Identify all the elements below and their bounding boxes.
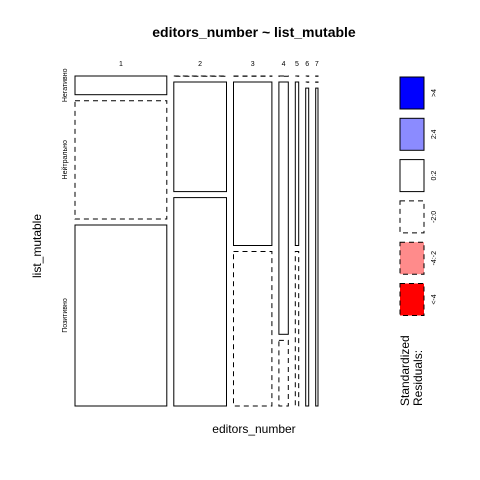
legend-swatch bbox=[399, 200, 425, 234]
mosaic-tiles bbox=[74, 75, 319, 407]
mosaic-tile bbox=[173, 197, 228, 407]
legend-label: >4 bbox=[431, 89, 438, 97]
x-tick-label: 3 bbox=[251, 61, 255, 68]
legend-label: -4:-2 bbox=[431, 251, 438, 266]
y-tick-label: Негативно bbox=[62, 68, 69, 102]
legend-swatch bbox=[399, 241, 425, 275]
x-tick-label: 2 bbox=[198, 61, 202, 68]
x-axis-label: editors_number bbox=[212, 422, 295, 436]
mosaic-tile bbox=[173, 81, 228, 193]
mosaic-tile bbox=[315, 87, 319, 407]
mosaic-tile bbox=[233, 251, 273, 407]
mosaic-tile bbox=[294, 251, 300, 407]
y-tick-label: Позитивно bbox=[62, 298, 69, 333]
y-axis-label: list_mutable bbox=[30, 214, 44, 278]
mosaic-tile bbox=[305, 87, 310, 407]
x-tick-label: 4 bbox=[282, 61, 286, 68]
mosaic-tile bbox=[278, 81, 289, 335]
mosaic-tile bbox=[294, 81, 300, 246]
mosaic-tile bbox=[278, 339, 289, 407]
legend-title-line: Residuals: bbox=[411, 350, 425, 406]
legend-swatch bbox=[399, 117, 425, 151]
legend-swatch bbox=[399, 76, 425, 110]
legend-label: <-4 bbox=[431, 294, 438, 304]
legend-label: -2:0 bbox=[431, 211, 438, 223]
x-tick-label: 7 bbox=[315, 61, 319, 68]
legend-swatch bbox=[399, 159, 425, 193]
chart-title: editors_number ~ list_mutable bbox=[152, 24, 356, 40]
x-tick-label: 5 bbox=[295, 61, 299, 68]
legend-label: 0:2 bbox=[431, 171, 438, 181]
x-tick-label: 1 bbox=[119, 61, 123, 68]
legend-title-line: Standardized bbox=[398, 335, 412, 406]
x-tick-label: 6 bbox=[305, 61, 309, 68]
y-tick-label: Нейтрально bbox=[61, 140, 69, 179]
mosaic-tile bbox=[74, 224, 168, 407]
mosaic-tile bbox=[233, 81, 273, 246]
legend-label: 2:4 bbox=[431, 129, 438, 139]
residuals-legend: >4 2:4 0:2 -2:0 -4:-2 <-4 bbox=[399, 76, 438, 316]
mosaic-tile bbox=[74, 75, 168, 96]
mosaic-tile bbox=[74, 100, 168, 220]
legend-swatch bbox=[399, 283, 425, 316]
